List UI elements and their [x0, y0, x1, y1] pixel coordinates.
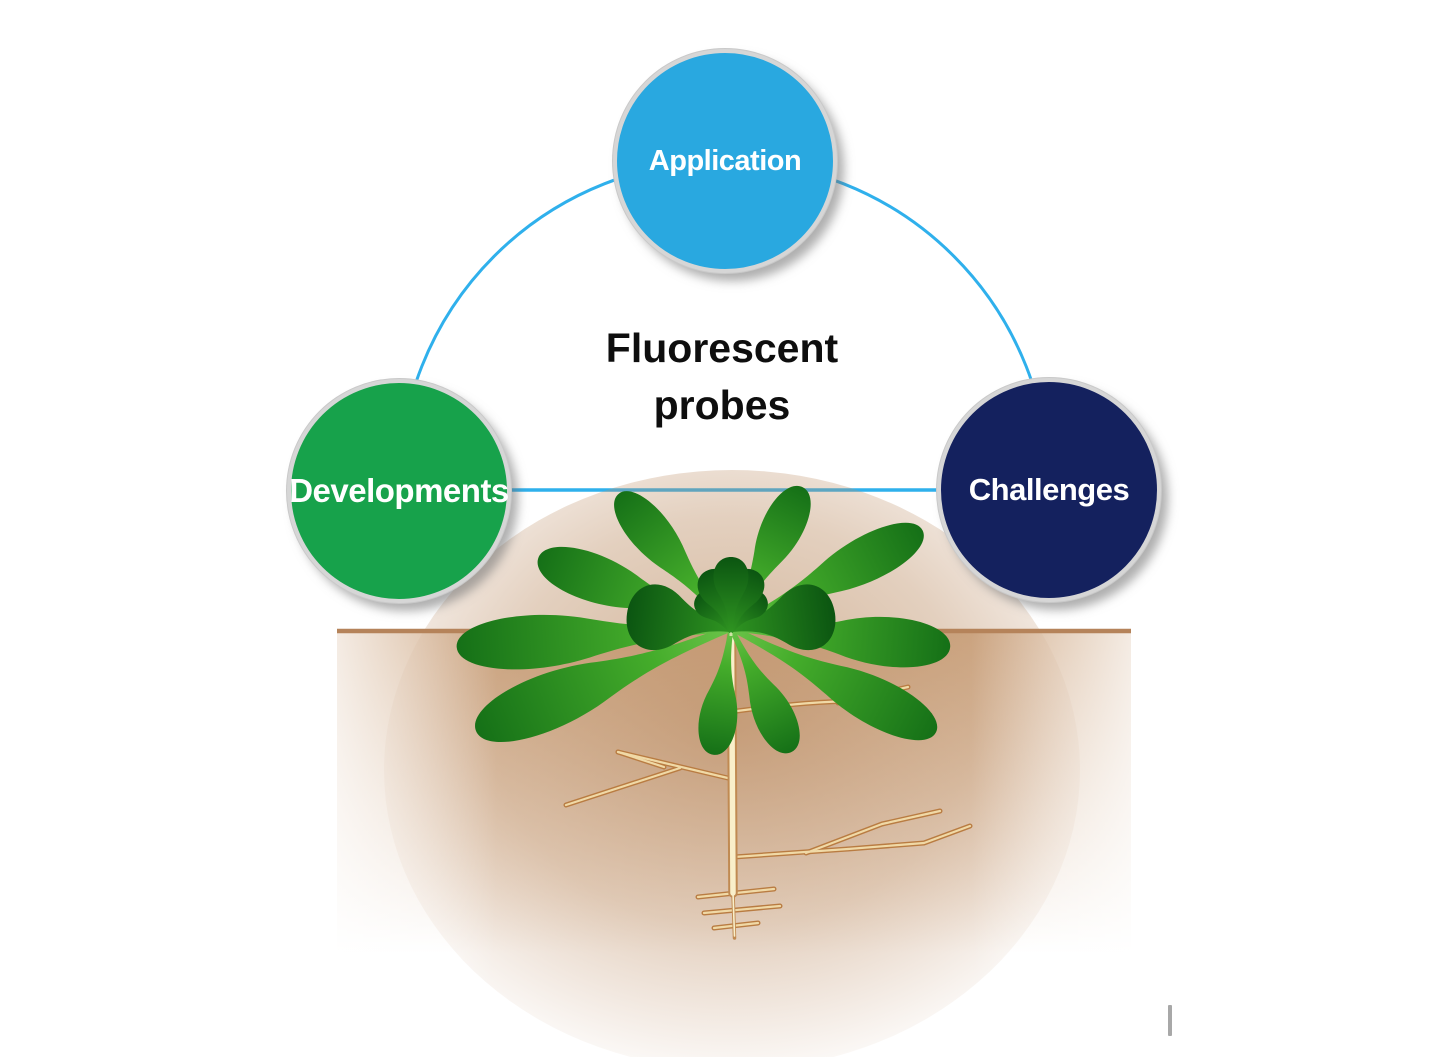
node-developments-label: Developments [289, 472, 509, 509]
figure-title: Fluorescent probes [512, 320, 932, 435]
node-application-label: Application [648, 144, 802, 177]
text-cursor-artifact [1168, 1005, 1172, 1036]
node-challenges-label: Challenges [968, 472, 1130, 507]
node-challenges: Challenges [937, 378, 1161, 602]
figure-title-line2: probes [653, 382, 791, 429]
node-application: Application [613, 49, 837, 273]
figure-title-line1: Fluorescent [605, 325, 839, 371]
plant-leaves [454, 477, 953, 761]
node-developments: Developments [287, 379, 511, 603]
plant-tuft [688, 557, 774, 641]
